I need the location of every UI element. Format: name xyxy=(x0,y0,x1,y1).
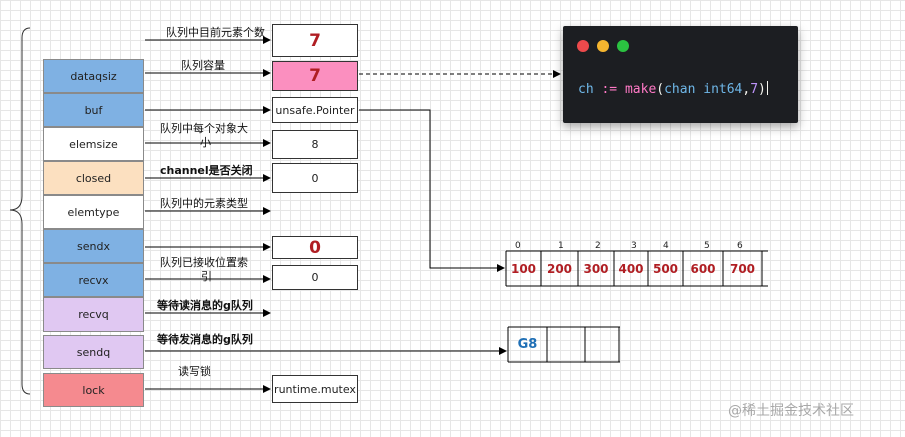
code-token: ch xyxy=(578,82,594,97)
field-recvq: recvq xyxy=(43,297,144,332)
code-token: 7 xyxy=(750,82,759,97)
buffer-cell: 700 xyxy=(729,261,756,276)
label-sendq: 等待发消息的g队列 xyxy=(157,333,253,346)
value-buf: unsafe.Pointer xyxy=(272,97,358,123)
code-token: , xyxy=(742,82,751,97)
code-token: make xyxy=(624,82,657,97)
buffer-cell: 500 xyxy=(652,261,679,276)
label-elemsize-line2: 小 xyxy=(200,136,211,149)
window-close-dot xyxy=(577,40,589,52)
field-recvx: recvx xyxy=(43,263,144,297)
label-qcount: 队列中目前元素个数 xyxy=(166,26,265,39)
window-minimize-dot xyxy=(597,40,609,52)
code-token: ) xyxy=(758,82,766,97)
sendq-cell-goroutine: G8 xyxy=(517,337,538,352)
code-token: := xyxy=(593,82,625,97)
label-recvx-line2: 引 xyxy=(201,270,212,283)
value-closed: 0 xyxy=(272,163,358,193)
watermark: @稀土掘金技术社区 xyxy=(728,403,854,419)
sendq-cell-empty xyxy=(547,327,585,362)
buffer-cell: 300 xyxy=(583,261,609,276)
value-lock: runtime.mutex xyxy=(272,375,358,403)
buffer-cell: 200 xyxy=(546,261,573,276)
label-elemsize-line1: 队列中每个对象大 xyxy=(160,122,248,135)
window-maximize-dot xyxy=(617,40,629,52)
label-recvx-line1: 队列已接收位置索 xyxy=(160,256,248,269)
field-sendx: sendx xyxy=(43,229,144,263)
code-token: chan xyxy=(664,82,696,97)
code-line: ch := make(chan int64,7) xyxy=(578,81,768,97)
label-closed: channel是否关闭 xyxy=(160,164,253,177)
field-lock: lock xyxy=(43,373,144,407)
code-token: ( xyxy=(656,82,665,97)
buffer-cell: 100 xyxy=(510,261,537,276)
field-elemsize: elemsize xyxy=(43,127,144,161)
value-sendx: 0 xyxy=(272,236,358,259)
field-sendq: sendq xyxy=(43,335,144,369)
value-qcount: 7 xyxy=(272,24,358,57)
label-recvq: 等待读消息的g队列 xyxy=(157,299,253,312)
arrow-buf-pointer xyxy=(359,109,505,272)
field-buf: buf xyxy=(43,93,144,127)
buffer-index: 3 xyxy=(631,241,637,251)
buffer-index: 0 xyxy=(515,241,521,251)
buffer-cell: 400 xyxy=(618,261,644,276)
field-elemtype: elemtype xyxy=(43,195,144,229)
label-lock: 读写锁 xyxy=(178,365,211,378)
sendq-cell-empty xyxy=(585,327,619,362)
buffer-cell: 600 xyxy=(690,261,716,276)
field-closed: closed xyxy=(43,161,144,195)
buffer-index: 2 xyxy=(595,241,601,251)
value-dataqsiz: 7 xyxy=(272,61,358,91)
struct-brace xyxy=(9,27,31,395)
label-dataqsiz: 队列容量 xyxy=(181,59,225,72)
buffer-index: 6 xyxy=(737,241,743,251)
buffer-index: 1 xyxy=(558,241,564,251)
code-terminal: ch := make(chan int64,7) xyxy=(563,26,798,123)
buffer-index: 4 xyxy=(663,241,669,251)
field-dataqsiz: dataqsiz xyxy=(43,59,144,93)
text-cursor xyxy=(766,81,768,95)
buffer-index: 5 xyxy=(704,241,710,251)
value-elemsize: 8 xyxy=(272,130,358,159)
value-recvx: 0 xyxy=(272,265,358,290)
label-elemtype: 队列中的元素类型 xyxy=(160,197,248,210)
code-token: int64 xyxy=(703,82,743,97)
